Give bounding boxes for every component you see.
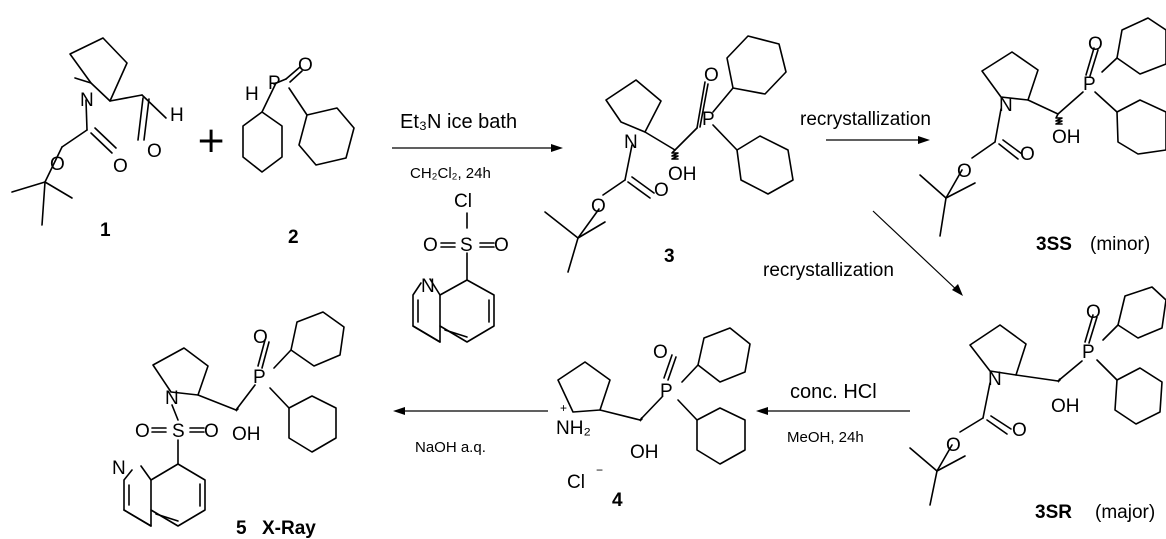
reaction-4-conditions: MeOH, 24h (787, 429, 864, 446)
reaction-1-conditions: CH₂Cl₂, 24h (410, 165, 491, 182)
atom-p: P (1083, 74, 1096, 95)
atom-h: H (245, 84, 259, 105)
reaction-4-reagent: conc. HCl (790, 381, 877, 403)
compound-3ss-note: (minor) (1090, 234, 1150, 255)
compound-1-label: 1 (100, 220, 111, 241)
atom-o: O (946, 435, 961, 456)
atom-o: O (1020, 144, 1035, 165)
atom-o: O (654, 180, 669, 201)
atom-o: O (1012, 420, 1027, 441)
atom-o: O (50, 154, 65, 175)
atom-p: P (660, 381, 673, 402)
atom-p: P (702, 109, 715, 130)
atom-p: P (1082, 342, 1095, 363)
charge-plus: + (560, 401, 567, 415)
compound-1-structure (11, 37, 167, 226)
atom-o: O (494, 235, 509, 256)
atom-o: O (135, 421, 150, 442)
reaction-arrow-2 (826, 136, 930, 144)
compound-3sr-label: 3SR (1035, 502, 1072, 523)
atom-o: O (298, 55, 313, 76)
atom-oh: OH (668, 164, 697, 185)
atom-oh: OH (1052, 127, 1081, 148)
atom-n: N (421, 276, 435, 297)
atom-cl: Cl (454, 191, 472, 212)
atom-o: O (1088, 34, 1103, 55)
atom-n: N (999, 95, 1013, 116)
atom-s: S (460, 235, 473, 256)
compound-5-structure (123, 311, 345, 527)
compound-2-structure (242, 66, 355, 173)
atom-p: P (268, 73, 281, 94)
atom-oh: OH (630, 442, 659, 463)
quinolinesulfonyl-chloride-structure (412, 212, 495, 343)
compound-5-note: X-Ray (262, 518, 316, 539)
reaction-3-condition: recrystallization (763, 260, 894, 281)
atom-o: O (957, 161, 972, 182)
atom-nh2: NH₂ (556, 418, 591, 439)
plus-sign: + (196, 120, 226, 161)
compound-2-label: 2 (288, 227, 299, 248)
compound-5-label: 5 (236, 518, 247, 539)
reaction-1-reagent: Et₃N ice bath (400, 111, 517, 133)
reaction-arrow-4 (756, 407, 910, 415)
charge-minus: − (596, 463, 603, 477)
atom-n: N (165, 388, 179, 409)
compound-3ss-structure (919, 17, 1166, 237)
compound-3sr-structure (909, 286, 1166, 506)
atom-n: N (112, 458, 126, 479)
atom-o: O (1086, 302, 1101, 323)
reaction-arrow-5 (393, 407, 548, 415)
atom-s: S (172, 421, 185, 442)
compound-4-structure (557, 327, 751, 465)
atom-o: O (653, 342, 668, 363)
compound-3-structure (544, 35, 794, 273)
atom-n: N (988, 369, 1002, 390)
atom-cl: Cl (567, 472, 585, 493)
atom-o: O (113, 156, 128, 177)
reaction-arrow-3 (872, 210, 963, 296)
atom-o: O (147, 141, 162, 162)
compound-4-label: 4 (612, 490, 623, 511)
compound-3sr-note: (major) (1095, 502, 1155, 523)
atom-n: N (624, 132, 638, 153)
atom-p: P (253, 367, 266, 388)
atom-o: O (253, 327, 268, 348)
atom-o: O (423, 235, 438, 256)
reaction-arrow-1 (392, 144, 563, 152)
atom-o: O (704, 65, 719, 86)
atom-oh: OH (1051, 396, 1080, 417)
compound-3-label: 3 (664, 246, 675, 267)
atom-o: O (204, 421, 219, 442)
atom-oh: OH (232, 424, 261, 445)
atom-n: N (80, 90, 94, 111)
compound-3ss-label: 3SS (1036, 234, 1072, 255)
reaction-5-conditions: NaOH a.q. (415, 439, 486, 456)
reaction-2-condition: recrystallization (800, 109, 931, 130)
atom-h: H (170, 105, 184, 126)
atom-o: O (591, 196, 606, 217)
